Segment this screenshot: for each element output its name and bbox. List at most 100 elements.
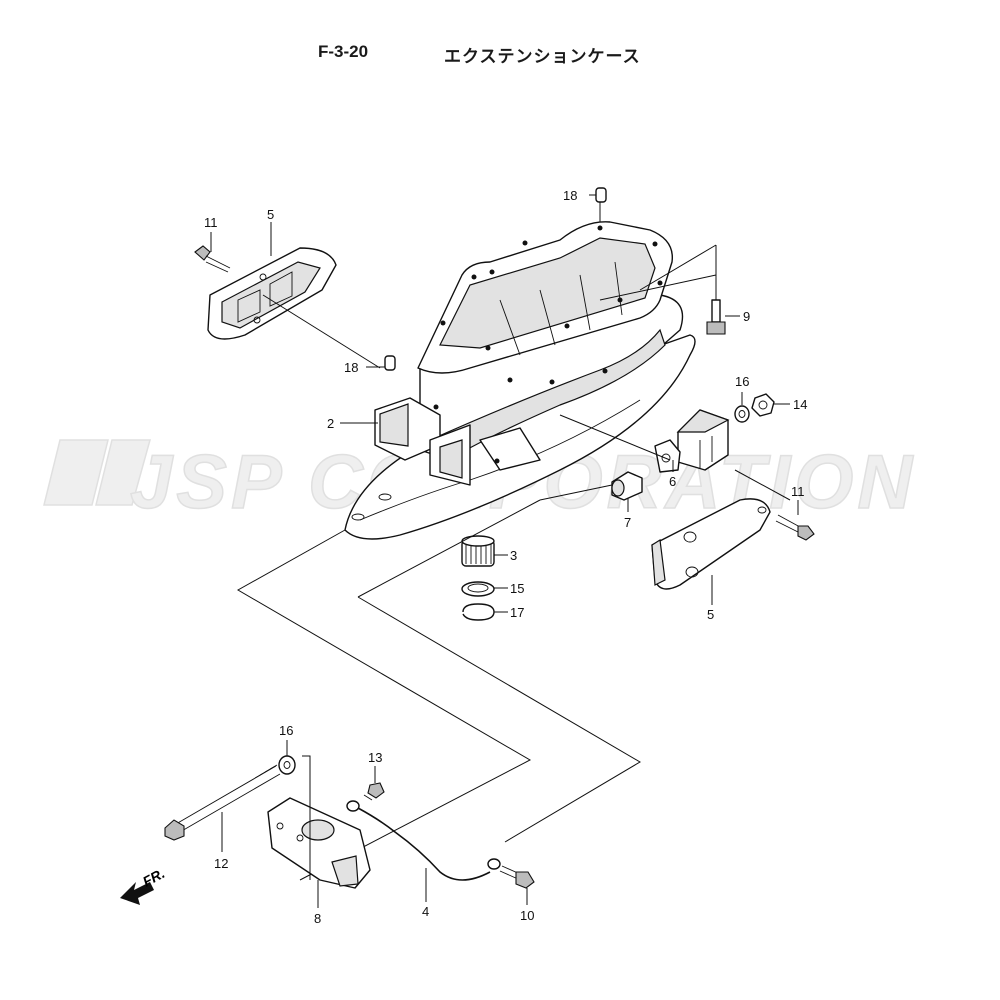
callout-label: 14: [793, 397, 807, 412]
cover-bolt-hole: [757, 506, 767, 514]
case-bolt-holes: [433, 225, 663, 410]
bolt-shank: [711, 299, 721, 323]
needle-bearing-3: [461, 535, 495, 567]
screw-head: [367, 782, 385, 799]
bolt-head: [515, 871, 535, 889]
callout-label: 17: [510, 605, 524, 620]
bolt-shank: [205, 255, 231, 273]
cover-edge: [651, 538, 666, 586]
wire-terminal: [346, 800, 360, 812]
callout-label: 18: [563, 188, 577, 203]
case-body-side: [429, 328, 666, 466]
washer-15: [461, 581, 495, 597]
nut-14: [751, 393, 775, 417]
diagram-title: エクステンションケース: [444, 47, 641, 66]
bolt-head: [164, 819, 185, 841]
mount-ribs: [699, 436, 713, 468]
bolt-shank: [775, 514, 801, 533]
case-cavity: [439, 237, 656, 349]
callout-label: 10: [520, 908, 534, 923]
bolt-11-upper: [194, 245, 231, 273]
callout-label: 18: [344, 360, 358, 375]
bolt-head: [194, 245, 211, 261]
callout-label: 8: [314, 911, 321, 926]
callout-label: 11: [204, 215, 218, 230]
case-ribs: [499, 261, 623, 356]
washer-hole: [283, 761, 291, 769]
side-cover-right: [651, 498, 771, 590]
bolt-head: [797, 525, 815, 541]
callout-label: 4: [422, 904, 429, 919]
callout-label: 15: [510, 581, 524, 596]
bolt-thread: [254, 764, 278, 779]
callout-label: 5: [267, 207, 274, 222]
bracket-slot: [331, 855, 359, 887]
watermark-logo-bar-2: [95, 439, 151, 506]
extension-case: [344, 221, 696, 540]
bracket-bore: [301, 819, 335, 841]
bracket-hole: [276, 822, 284, 830]
callout-label: 2: [327, 416, 334, 431]
bracket-hole: [296, 834, 304, 842]
cover-bolt-hole: [259, 273, 267, 281]
callout-label: 3: [510, 548, 517, 563]
washer-body: [278, 755, 296, 775]
case-duct-opening: [439, 439, 463, 479]
cover-recess: [221, 261, 321, 329]
cover-hole: [683, 531, 697, 543]
bolt-head: [706, 321, 726, 335]
collar-7: [611, 471, 643, 501]
mount-hole: [661, 453, 671, 463]
diagram-code: F-3-20: [318, 42, 369, 61]
cover-ribs: [237, 271, 293, 323]
bolt-11-right: [775, 514, 815, 541]
mount-top: [676, 409, 730, 433]
washer-hole: [467, 583, 489, 593]
bolt-shank: [175, 765, 281, 833]
ground-wire-4: [346, 800, 501, 881]
mount-plate: [654, 439, 681, 473]
wire-terminal: [487, 858, 501, 870]
nut-body: [751, 393, 775, 417]
ring-body: [462, 603, 495, 621]
washer-16-lower: [278, 755, 296, 775]
side-cover-upper: [207, 247, 337, 340]
bearing-top: [461, 535, 495, 547]
screw-13: [363, 782, 385, 801]
wire-cable: [357, 807, 491, 881]
long-bolt-12: [164, 764, 281, 841]
routing-guide-lines: [236, 499, 641, 881]
dowel-pin-18-top: [595, 187, 607, 203]
case-plate-hole: [351, 513, 365, 521]
washer-16-upper: [734, 405, 750, 423]
collar-end: [611, 479, 625, 497]
case-plate-edge: [359, 399, 641, 521]
cover-plate: [651, 498, 771, 590]
callout-label: 6: [669, 474, 676, 489]
callout-label: 16: [735, 374, 749, 389]
leader-lines: [210, 194, 799, 908]
washer-hole: [738, 410, 746, 418]
screw-shank: [363, 794, 373, 801]
pin-body: [384, 355, 396, 371]
callout-label: 9: [743, 309, 750, 324]
callout-labels: 11 5 18 18 9 2 16 14 6 7 11 5 3 15 17 16…: [204, 188, 807, 926]
case-mount-hole: [494, 458, 500, 464]
arrow-icon: [120, 882, 154, 905]
cover-hole: [685, 566, 699, 578]
callout-label: 16: [279, 723, 293, 738]
pin-body: [595, 187, 607, 203]
washer-body: [734, 405, 750, 423]
dowel-pin-18-left: [384, 355, 396, 371]
callout-label: 7: [624, 515, 631, 530]
callout-label: 12: [214, 856, 228, 871]
front-direction-marker: FR.: [120, 865, 167, 905]
callout-label: 11: [791, 484, 805, 499]
bolt-9: [706, 299, 726, 335]
bolt-10: [499, 865, 535, 889]
snap-ring-17: [462, 603, 495, 621]
case-exhaust-opening: [379, 403, 409, 447]
watermark-logo-bar-1: [43, 439, 109, 506]
